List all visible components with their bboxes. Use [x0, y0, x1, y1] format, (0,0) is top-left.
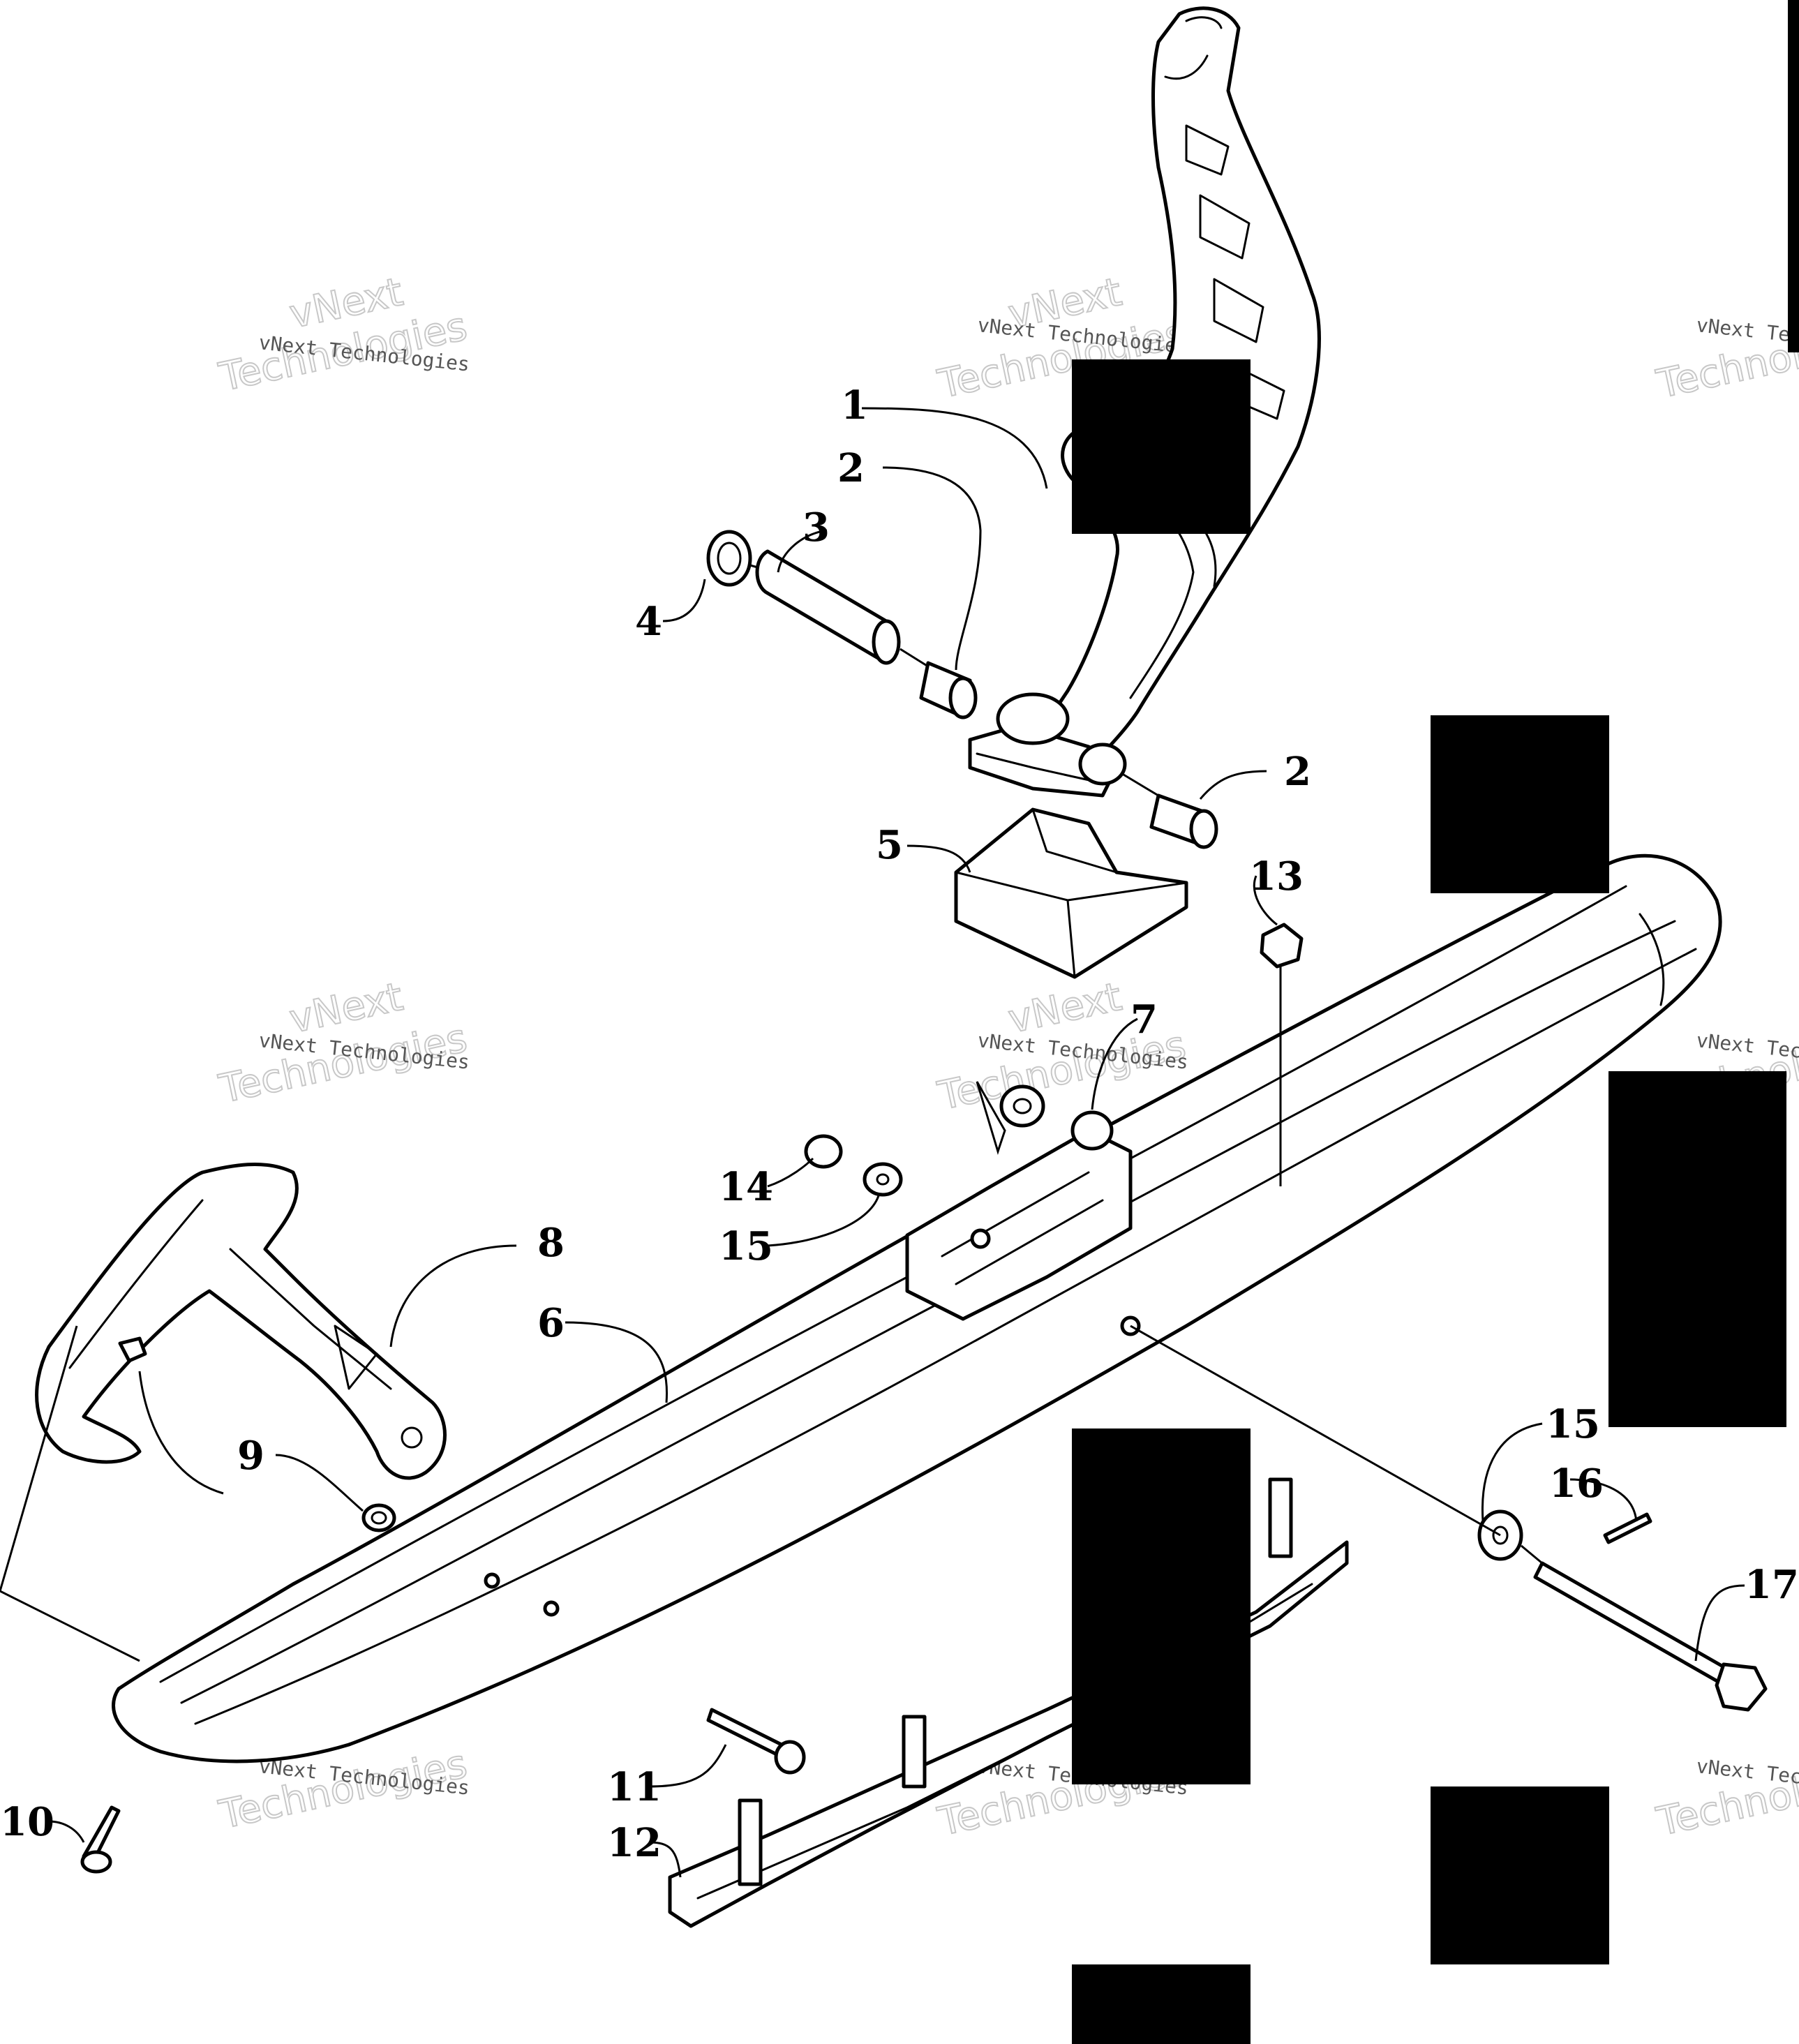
callout-labels: 1 2 3 4 2 5 13 7 14 15 8 6 9 15 16 17 11…	[0, 382, 1799, 1866]
callout-label: 12	[607, 1820, 662, 1866]
ski-handle-8	[35, 1162, 447, 1480]
bushing-2b	[1149, 793, 1218, 849]
callout-label: 6	[537, 1300, 565, 1346]
redaction-block	[1788, 0, 1799, 352]
redaction-block	[1431, 715, 1609, 893]
cotter-pin-16	[1603, 1512, 1652, 1544]
callout-label: 15	[719, 1223, 773, 1269]
axis-line	[1123, 773, 1159, 797]
bushing-2a	[919, 661, 978, 719]
redaction-block	[1072, 1428, 1251, 1784]
bushing-4	[706, 530, 752, 587]
callout-label: 15	[1546, 1401, 1600, 1447]
callout-label: 3	[803, 505, 830, 551]
callout-label: 10	[0, 1799, 54, 1845]
spindle-bore	[1078, 743, 1127, 786]
callout-label: 11	[607, 1764, 662, 1810]
redaction-block	[1072, 1964, 1251, 2044]
washer-7	[999, 1084, 1114, 1151]
callout-label: 2	[837, 445, 865, 491]
axis-line	[1521, 1544, 1543, 1565]
callout-label: 17	[1745, 1562, 1799, 1608]
ski-6	[112, 853, 1722, 1763]
nut-13	[1260, 923, 1304, 969]
callout-label: 16	[1549, 1461, 1604, 1507]
callout-label: 5	[876, 822, 903, 868]
leader-lines	[0, 407, 1745, 1878]
callout-label: 4	[635, 599, 662, 645]
redaction-blocks	[1072, 0, 1799, 2044]
redaction-block	[1608, 1071, 1786, 1427]
callout-label: 13	[1249, 853, 1304, 900]
callout-label: 9	[237, 1433, 264, 1479]
spindle-pad-5	[954, 807, 1188, 979]
watermark: Technologies vNext vNext Technologies	[214, 973, 471, 1113]
callout-label: 8	[537, 1220, 565, 1266]
axis-line	[899, 648, 929, 668]
redaction-block	[1072, 359, 1251, 534]
axle-tube-3	[755, 549, 901, 665]
callout-label: 1	[841, 382, 868, 428]
callout-label: 14	[719, 1164, 773, 1210]
bolt-17	[1533, 1561, 1768, 1712]
carbide-stud	[738, 1798, 763, 1886]
mount-hole	[970, 1228, 991, 1249]
bolt-10	[80, 1805, 121, 1874]
carbide-stud	[1268, 1477, 1293, 1558]
watermark-big-text: vNext	[1004, 974, 1126, 1043]
spindle-boss	[996, 692, 1070, 745]
redaction-block	[1431, 1786, 1609, 1964]
washer-15	[863, 1162, 903, 1197]
mount-hole	[543, 1600, 560, 1617]
nut-9-top	[118, 1336, 147, 1363]
nut-14	[804, 1134, 843, 1169]
watermark: Technologies vNext vNext Technologies	[214, 269, 471, 401]
watermark: Technologies vNext Technologies	[1652, 310, 1799, 408]
mount-hole	[484, 1572, 500, 1589]
axis-line	[1130, 1325, 1501, 1537]
watermark: Technologies vNext vNext Technologies	[933, 269, 1190, 408]
callout-label: 2	[1284, 749, 1311, 795]
carbide-stud	[902, 1715, 927, 1789]
bolt-11	[706, 1708, 806, 1775]
nut-9	[361, 1503, 396, 1532]
callout-label: 7	[1130, 997, 1158, 1043]
wear-bar-12	[668, 1477, 1349, 1928]
watermark: Technologies vNext Technologies	[1652, 1747, 1799, 1846]
